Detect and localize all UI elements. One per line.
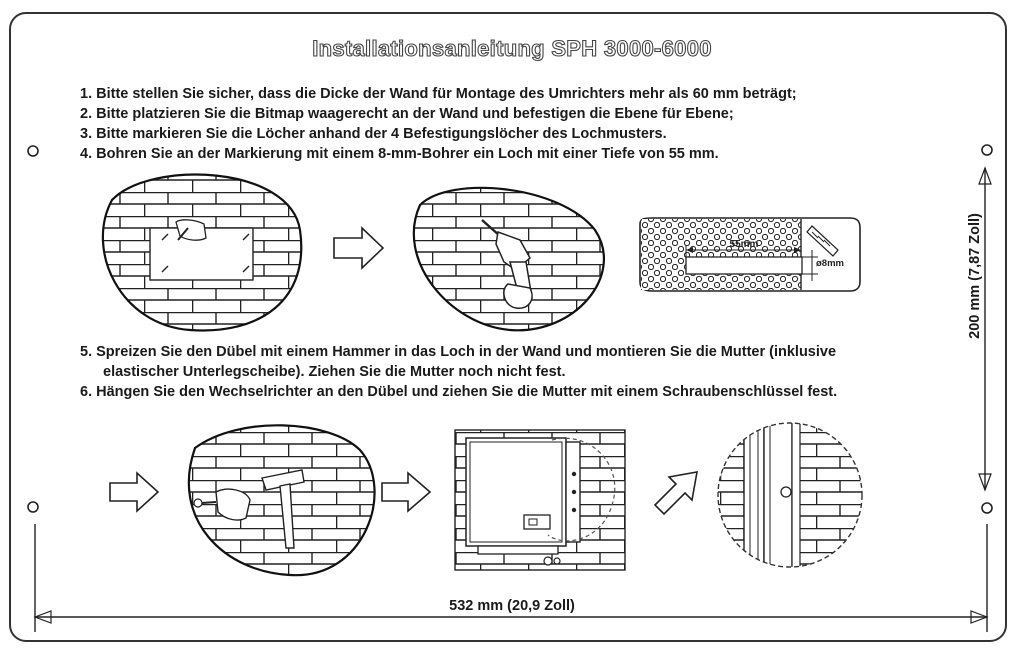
instruction-step-3: 3. Bitte markieren Sie die Löcher anhand… [80,126,667,142]
height-dimension-line [978,166,992,492]
page-title: Installationsanleitung SPH 3000-6000 [312,35,712,61]
instruction-step-1: 1. Bitte stellen Sie sicher, dass die Di… [80,86,797,102]
hand-with-pen-icon [175,219,207,241]
width-dimension-label: 532 mm (20,9 Zoll) [449,598,575,614]
illustration-drill-depth: 55mm ø8mm [639,217,861,292]
illustration-wall-template [101,173,303,332]
arrow-up-right-icon [653,471,698,516]
mounting-hole-top-right [981,144,993,156]
width-dimension-line [33,524,989,632]
illustration-hammer [187,424,376,577]
drill-depth-label: 55mm [730,239,759,250]
mounting-hole-bottom-left [27,501,39,513]
hand-with-dowel-icon [193,488,251,521]
illustration-inverter-mounted [454,429,626,571]
hammer-icon [261,469,305,549]
illustration-drilling [412,186,606,332]
arrow-right-icon [109,471,160,513]
drill-bit-icon [806,225,839,257]
mounting-hole-bottom-right [981,502,993,514]
instruction-step-5-continued: elastischer Unterlegscheibe). Ziehen Sie… [103,364,566,380]
instruction-step-5: 5. Spreizen Sie den Dübel mit einem Hamm… [80,344,837,360]
sheet-border [9,12,1007,642]
mounting-hole-top-left [27,145,39,157]
drill-icon [481,219,533,309]
height-dimension-label: 200 mm (7,87 Zoll) [967,213,983,339]
illustration-bracket-detail [717,422,863,568]
arrow-right-icon [333,226,385,270]
drill-diameter-label: ø8mm [816,258,844,269]
instruction-step-4: 4. Bohren Sie an der Markierung mit eine… [80,146,719,162]
arrow-right-icon [381,471,432,513]
instruction-step-2: 2. Bitte platzieren Sie die Bitmap waage… [80,106,734,122]
instruction-step-6: 6. Hängen Sie den Wechselrichter an den … [80,384,838,400]
